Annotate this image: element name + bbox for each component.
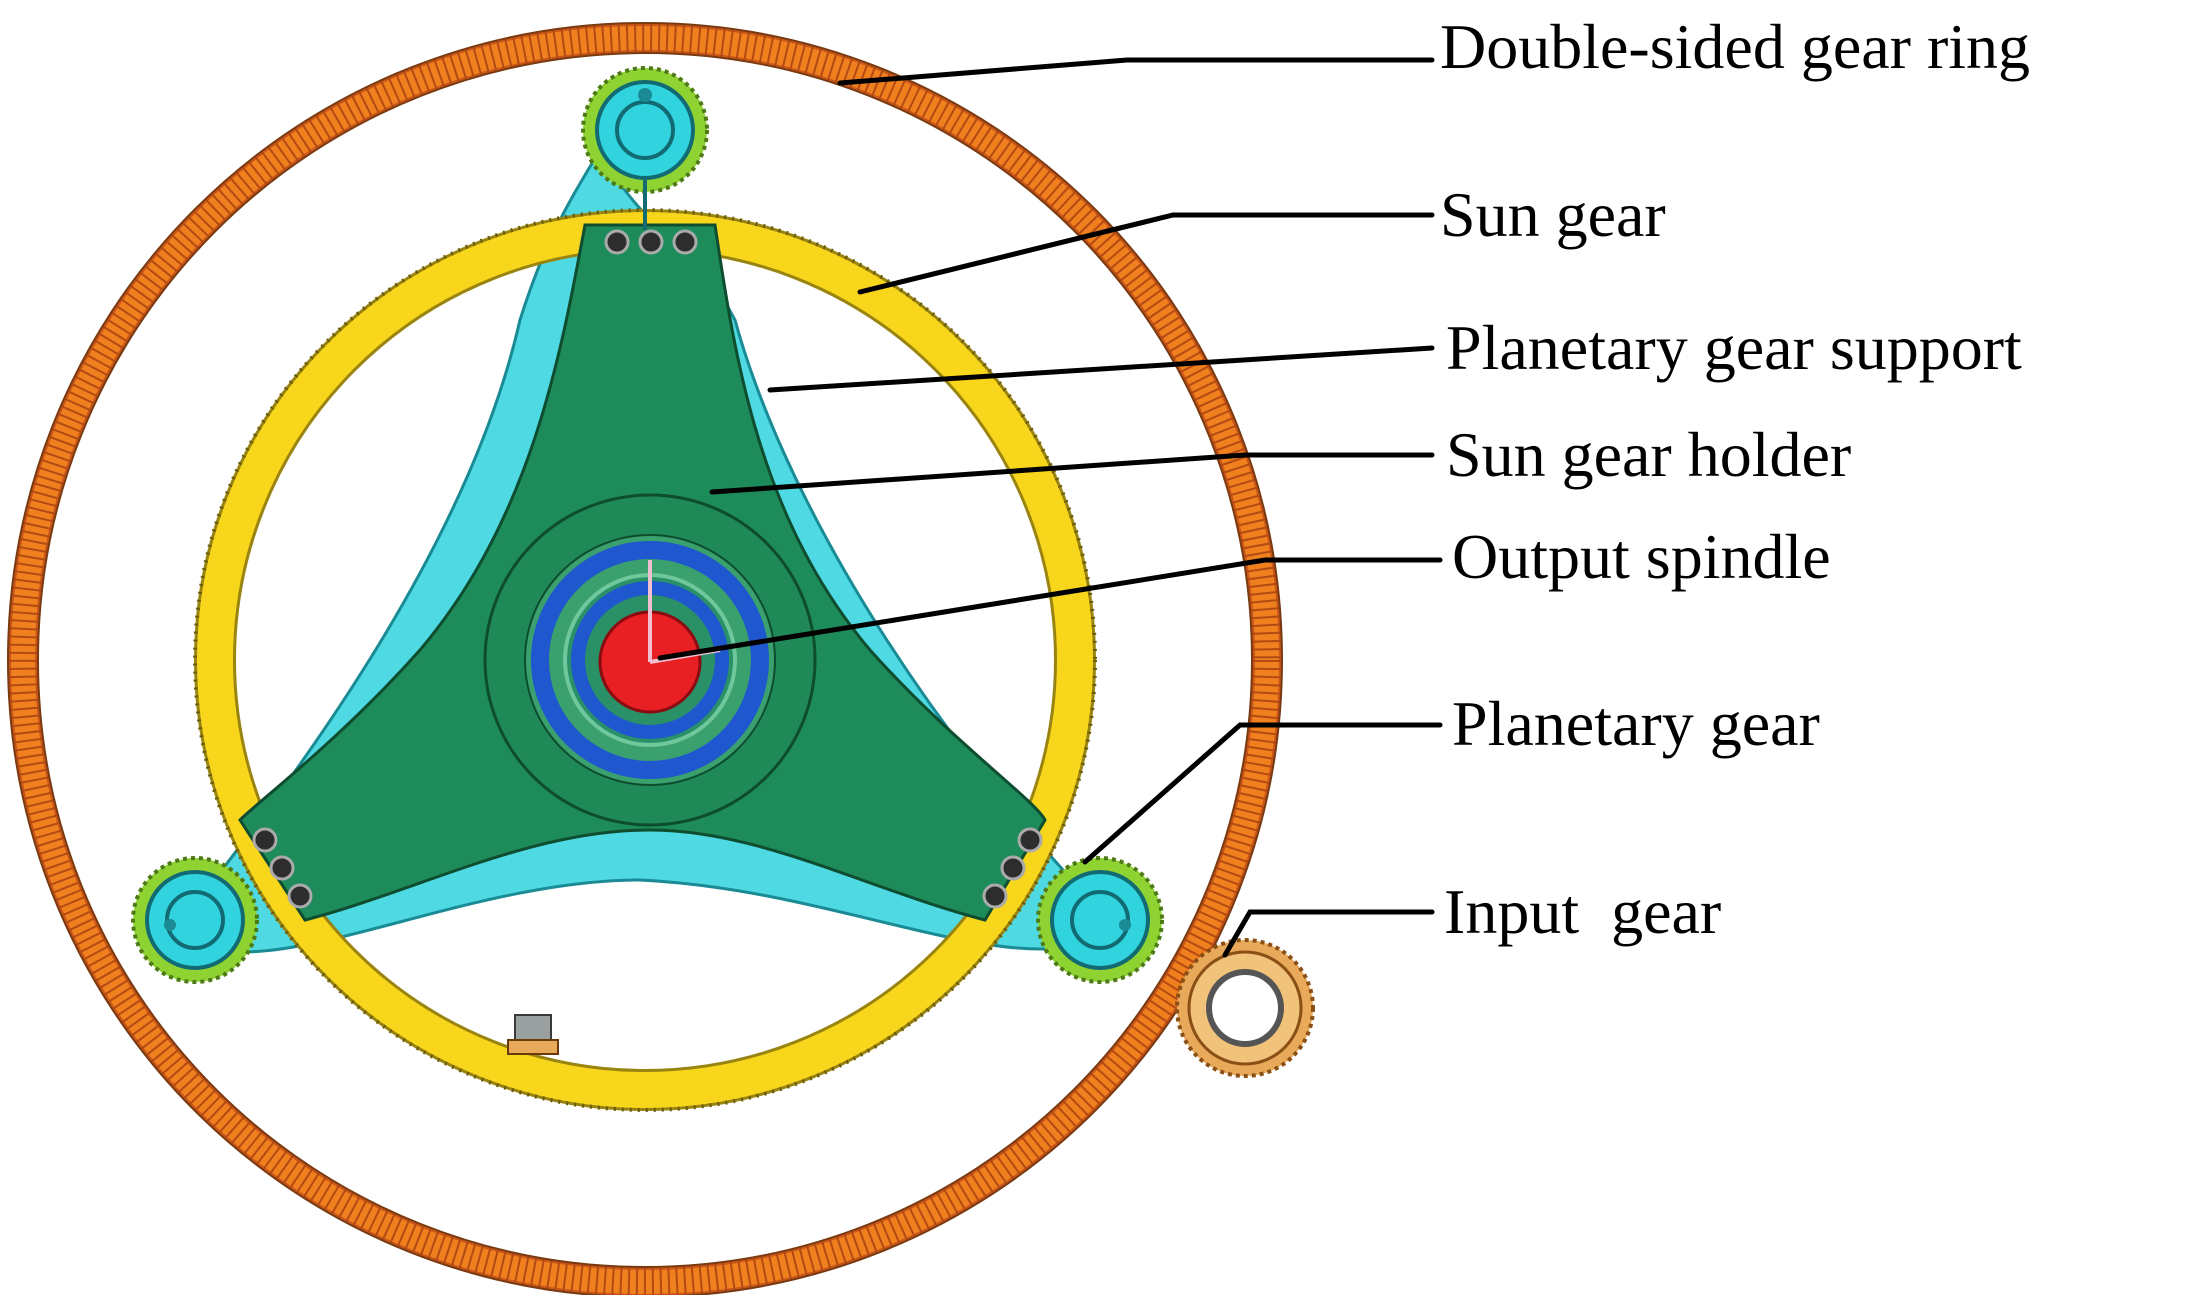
leader-input-gear bbox=[1222, 909, 1435, 958]
label-sun-gear-holder: Sun gear holder bbox=[1446, 419, 1851, 490]
leader-planetary-gear-support bbox=[767, 345, 1435, 393]
bolt-group-bottom-right bbox=[982, 827, 1043, 909]
label-double-sided-gear-ring: Double-sided gear ring bbox=[1440, 11, 2030, 82]
label-planetary-gear: Planetary gear bbox=[1452, 688, 1820, 759]
label-sun-gear: Sun gear bbox=[1440, 179, 1666, 250]
label-output-spindle: Output spindle bbox=[1452, 521, 1831, 592]
output-spindle bbox=[483, 493, 817, 827]
double-sided-gear-ring bbox=[7, 22, 1283, 1295]
leader-planetary-gear bbox=[1082, 722, 1443, 865]
label-input-gear: Input gear bbox=[1444, 876, 1721, 947]
input-gear bbox=[1175, 938, 1315, 1078]
planetary-gear-bottom-right bbox=[1036, 856, 1164, 984]
leader-output-spindle bbox=[657, 557, 1443, 661]
bolt-group-top bbox=[604, 229, 698, 255]
sensor-bracket bbox=[507, 1014, 559, 1055]
leader-lines bbox=[657, 57, 1443, 958]
leader-double-sided-gear-ring bbox=[837, 57, 1435, 86]
planetary-gear-bottom-left bbox=[131, 856, 259, 984]
bolt-group-bottom-left bbox=[252, 827, 313, 909]
label-planetary-gear-support: Planetary gear support bbox=[1446, 312, 2022, 383]
leader-sun-gear-holder bbox=[709, 452, 1435, 495]
leader-sun-gear bbox=[857, 212, 1435, 295]
labels: Double-sided gear ring Sun gear Planetar… bbox=[1440, 11, 2030, 947]
planetary-gear-top bbox=[581, 66, 709, 230]
